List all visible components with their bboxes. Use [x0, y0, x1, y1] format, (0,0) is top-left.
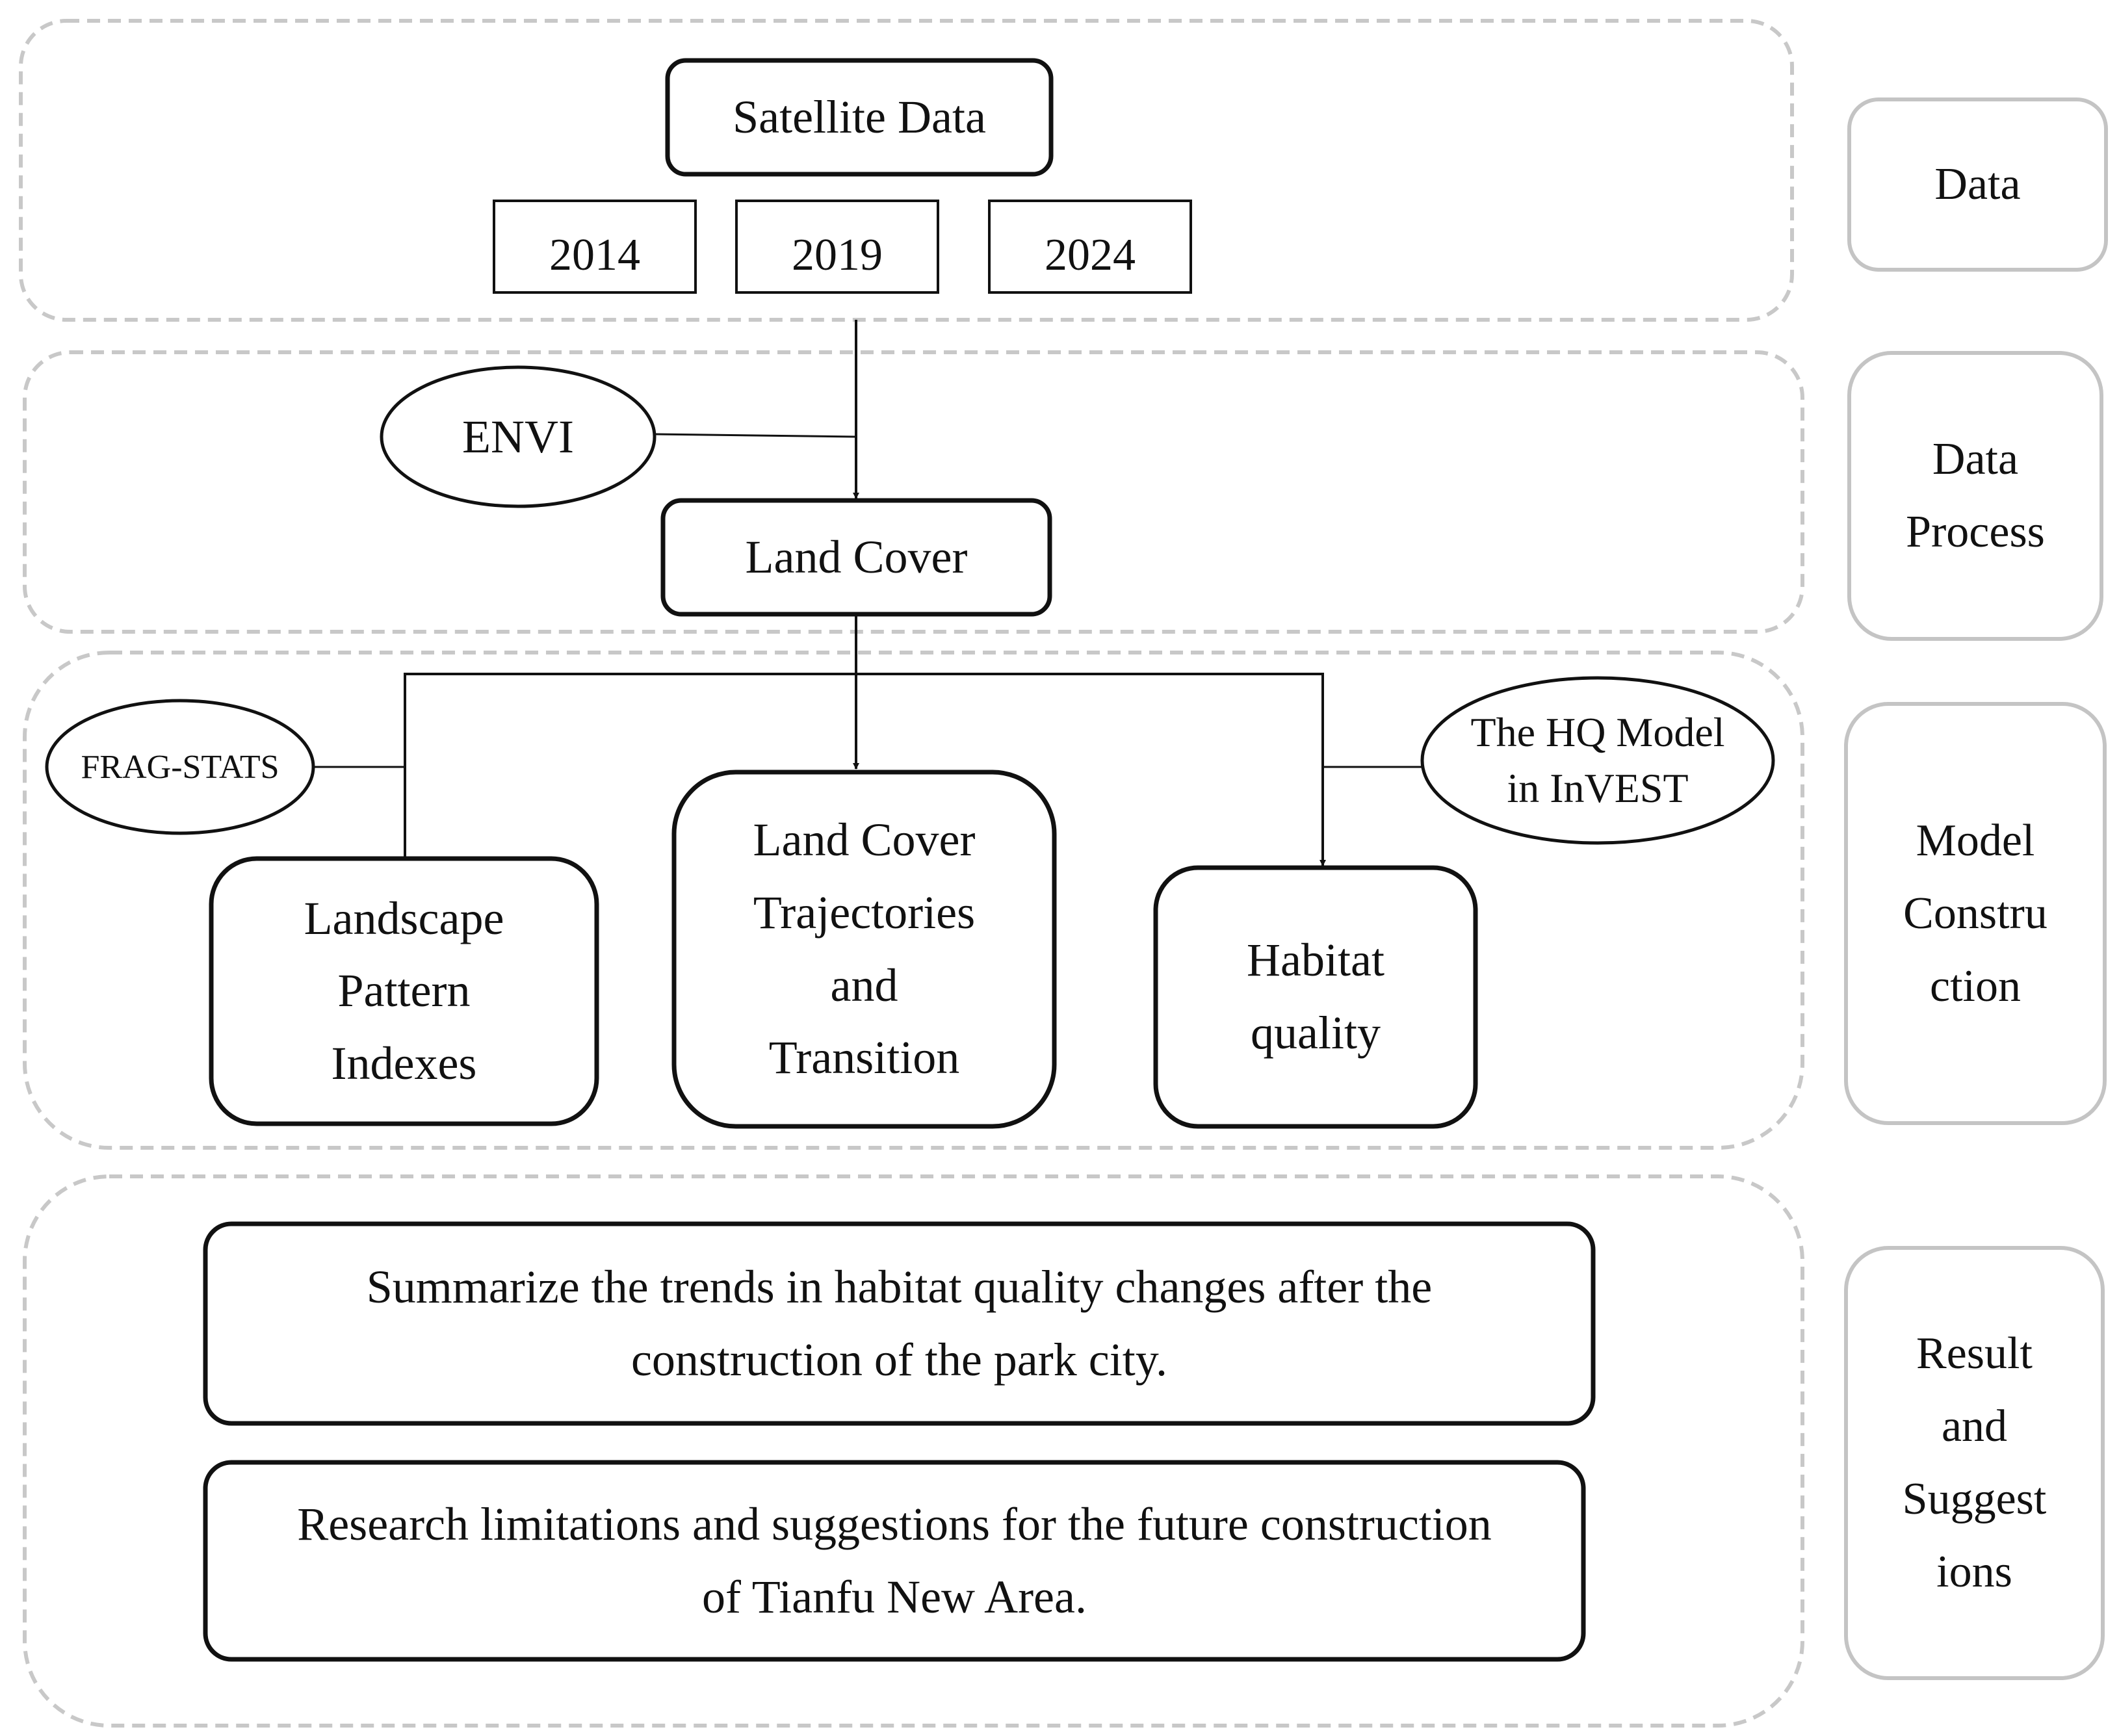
envi-label: ENVI [462, 410, 574, 463]
land-cover-label: Land Cover [745, 531, 968, 583]
limitations-box [203, 1460, 1586, 1662]
year-2014-box [493, 200, 697, 294]
section-label-data: Data [1934, 159, 2021, 209]
trajectories-box [671, 770, 1057, 1129]
satellite-data-box [665, 58, 1054, 177]
year-2024-label: 2024 [1045, 229, 1136, 280]
satellite-data-label: Satellite Data [733, 91, 986, 143]
result-group-frame [23, 1174, 1804, 1728]
data-process-group-frame [23, 350, 1804, 634]
section-box-result [1844, 1246, 2105, 1680]
habitat-quality-label: Habitat quality [1247, 934, 1384, 1059]
hq-model-label: The HQ Model in InVEST [1470, 708, 1725, 811]
model-construction-group-frame [23, 651, 1804, 1150]
section-label-result: Result and Suggest ions [1902, 1328, 2047, 1597]
envi-ellipse [380, 365, 656, 508]
section-label-model-construction: Model Constru ction [1903, 815, 2048, 1011]
summary-box [203, 1221, 1596, 1426]
landscape-pattern-label: Landscape Pattern Indexes [304, 892, 504, 1089]
trajectories-label: Land Cover Trajectories and Transition [753, 814, 976, 1084]
year-2019-label: 2019 [792, 229, 883, 280]
envi-connector [654, 433, 857, 438]
data-group-frame [19, 19, 1794, 322]
year-2014-label: 2014 [549, 229, 640, 280]
year-2019-box [735, 200, 939, 294]
section-box-data [1847, 97, 2108, 272]
hq-model-ellipse [1420, 676, 1775, 845]
limitations-label: Research limitations and suggestions for… [297, 1497, 1492, 1623]
habitat-quality-box [1153, 865, 1478, 1129]
landcover-branch-line [404, 673, 1326, 866]
section-box-model-construction [1844, 702, 2107, 1125]
landscape-pattern-box [209, 856, 599, 1126]
section-label-data-process: Data Process [1906, 434, 2045, 557]
year-2024-box [988, 200, 1192, 294]
section-box-data-process [1847, 351, 2103, 641]
summary-label: Summarize the trends in habitat quality … [366, 1260, 1433, 1386]
fragstats-label: FRAG-STATS [81, 748, 280, 786]
